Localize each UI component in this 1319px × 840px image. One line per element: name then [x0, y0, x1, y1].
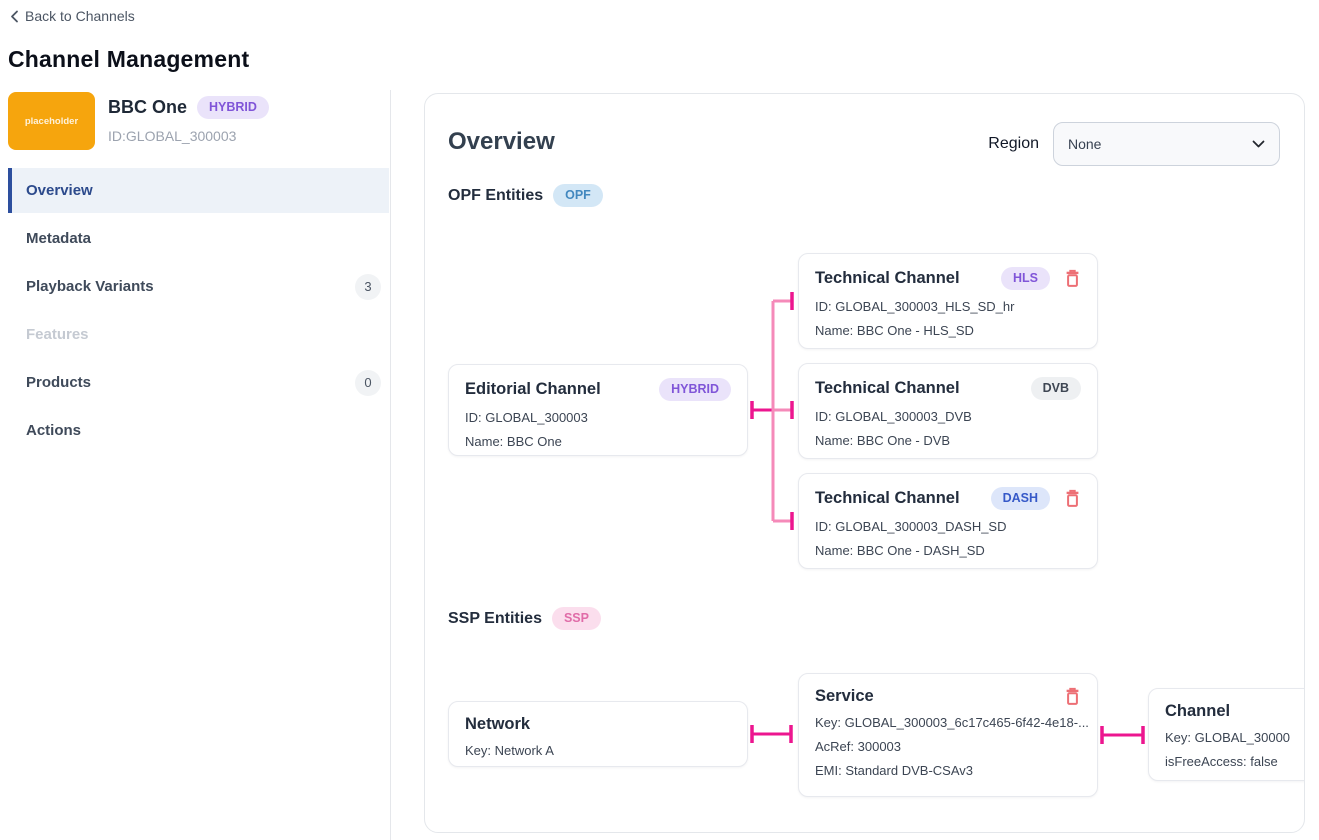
card-line: ID: GLOBAL_300003_DASH_SD: [815, 519, 1007, 534]
sidebar-item-overview[interactable]: Overview: [8, 168, 389, 213]
channel-logo: placeholder: [8, 92, 95, 150]
network-card: Network Key: Network A: [448, 701, 748, 767]
sidebar-item-label: Features: [26, 326, 89, 343]
sidebar: placeholder BBC One HYBRID ID:GLOBAL_300…: [0, 90, 391, 840]
card-line: AcRef: 300003: [815, 739, 902, 754]
playback-variants-count-badge: 3: [355, 273, 381, 300]
editorial-channel-card: Editorial Channel HYBRID ID: GLOBAL_3000…: [448, 364, 748, 456]
opf-badge: OPF: [553, 184, 603, 207]
sidebar-item-features: Features: [8, 312, 389, 357]
sidebar-item-label: Products: [26, 374, 92, 391]
back-link-label: Back to Channels: [25, 8, 135, 24]
panel-heading: Overview: [448, 128, 555, 155]
page-title: Channel Management: [8, 46, 250, 72]
delete-service-button[interactable]: [1064, 687, 1081, 706]
sidebar-item-label: Overview: [26, 182, 93, 199]
card-title: Service: [815, 687, 874, 705]
region-label: Region: [988, 135, 1039, 152]
service-card: Service Key: GLOBAL_300003_6c17c465-6f42…: [798, 673, 1098, 797]
card-line: EMI: Standard DVB-CSAv3: [815, 763, 973, 778]
chevron-down-icon: [1252, 140, 1265, 148]
ssp-channel-card: Channel Key: GLOBAL_30000 isFreeAccess: …: [1148, 688, 1304, 781]
channel-type-badge: HYBRID: [197, 96, 269, 119]
dvb-badge: DVB: [1030, 377, 1081, 400]
sidebar-item-metadata[interactable]: Metadata: [8, 216, 389, 261]
sidebar-item-products[interactable]: Products 0: [8, 360, 389, 405]
overview-panel: Overview Region None OPF Entities OPF: [424, 93, 1305, 833]
products-count-badge: 0: [355, 369, 381, 396]
hls-badge: HLS: [1001, 267, 1050, 290]
card-title: Technical Channel: [815, 269, 960, 287]
card-line: Name: BBC One - DASH_SD: [815, 543, 985, 558]
card-title: Editorial Channel: [465, 380, 601, 398]
card-title: Technical Channel: [815, 489, 960, 507]
delete-hls-button[interactable]: [1064, 269, 1081, 288]
technical-channel-dvb-card: Technical Channel DVB ID: GLOBAL_300003_…: [798, 363, 1098, 459]
channel-name: BBC One: [108, 97, 188, 117]
card-title: Network: [465, 715, 531, 733]
card-line: Name: BBC One - DVB: [815, 433, 951, 448]
sidebar-item-label: Playback Variants: [26, 278, 154, 295]
card-line: Key: GLOBAL_300003_6c17c465-6f42-4e18-..…: [815, 715, 1089, 730]
card-line: Name: BBC One: [465, 434, 562, 449]
technical-channel-dash-card: Technical Channel DASH ID: GLOBAL_300003…: [798, 473, 1098, 569]
dash-badge: DASH: [990, 487, 1050, 510]
region-select-value: None: [1068, 136, 1102, 152]
ssp-badge: SSP: [551, 607, 601, 630]
card-title: Channel: [1165, 702, 1231, 720]
hybrid-badge: HYBRID: [659, 378, 731, 401]
back-to-channels-link[interactable]: Back to Channels: [10, 8, 135, 24]
opf-entities-title: OPF Entities: [448, 186, 544, 204]
card-title: Technical Channel: [815, 379, 960, 397]
region-select[interactable]: None: [1053, 122, 1280, 166]
card-line: isFreeAccess: false: [1165, 754, 1278, 769]
card-line: ID: GLOBAL_300003_HLS_SD_hr: [815, 299, 1015, 314]
sidebar-item-label: Actions: [26, 422, 82, 439]
card-line: Key: Network A: [465, 743, 554, 758]
chevron-left-icon: [10, 10, 19, 23]
sidebar-item-playback-variants[interactable]: Playback Variants 3: [8, 264, 389, 309]
card-line: Name: BBC One - HLS_SD: [815, 323, 974, 338]
card-line: ID: GLOBAL_300003: [465, 410, 588, 425]
card-line: ID: GLOBAL_300003_DVB: [815, 409, 972, 424]
card-line: Key: GLOBAL_30000: [1165, 730, 1291, 745]
sidebar-item-label: Metadata: [26, 230, 92, 247]
ssp-entities-title: SSP Entities: [448, 609, 542, 627]
delete-dash-button[interactable]: [1064, 489, 1081, 508]
channel-id: ID:GLOBAL_300003: [108, 128, 237, 144]
channel-logo-text: placeholder: [24, 115, 79, 127]
sidebar-item-actions[interactable]: Actions: [8, 408, 389, 453]
technical-channel-hls-card: Technical Channel HLS ID: GLOBAL_300003_…: [798, 253, 1098, 349]
